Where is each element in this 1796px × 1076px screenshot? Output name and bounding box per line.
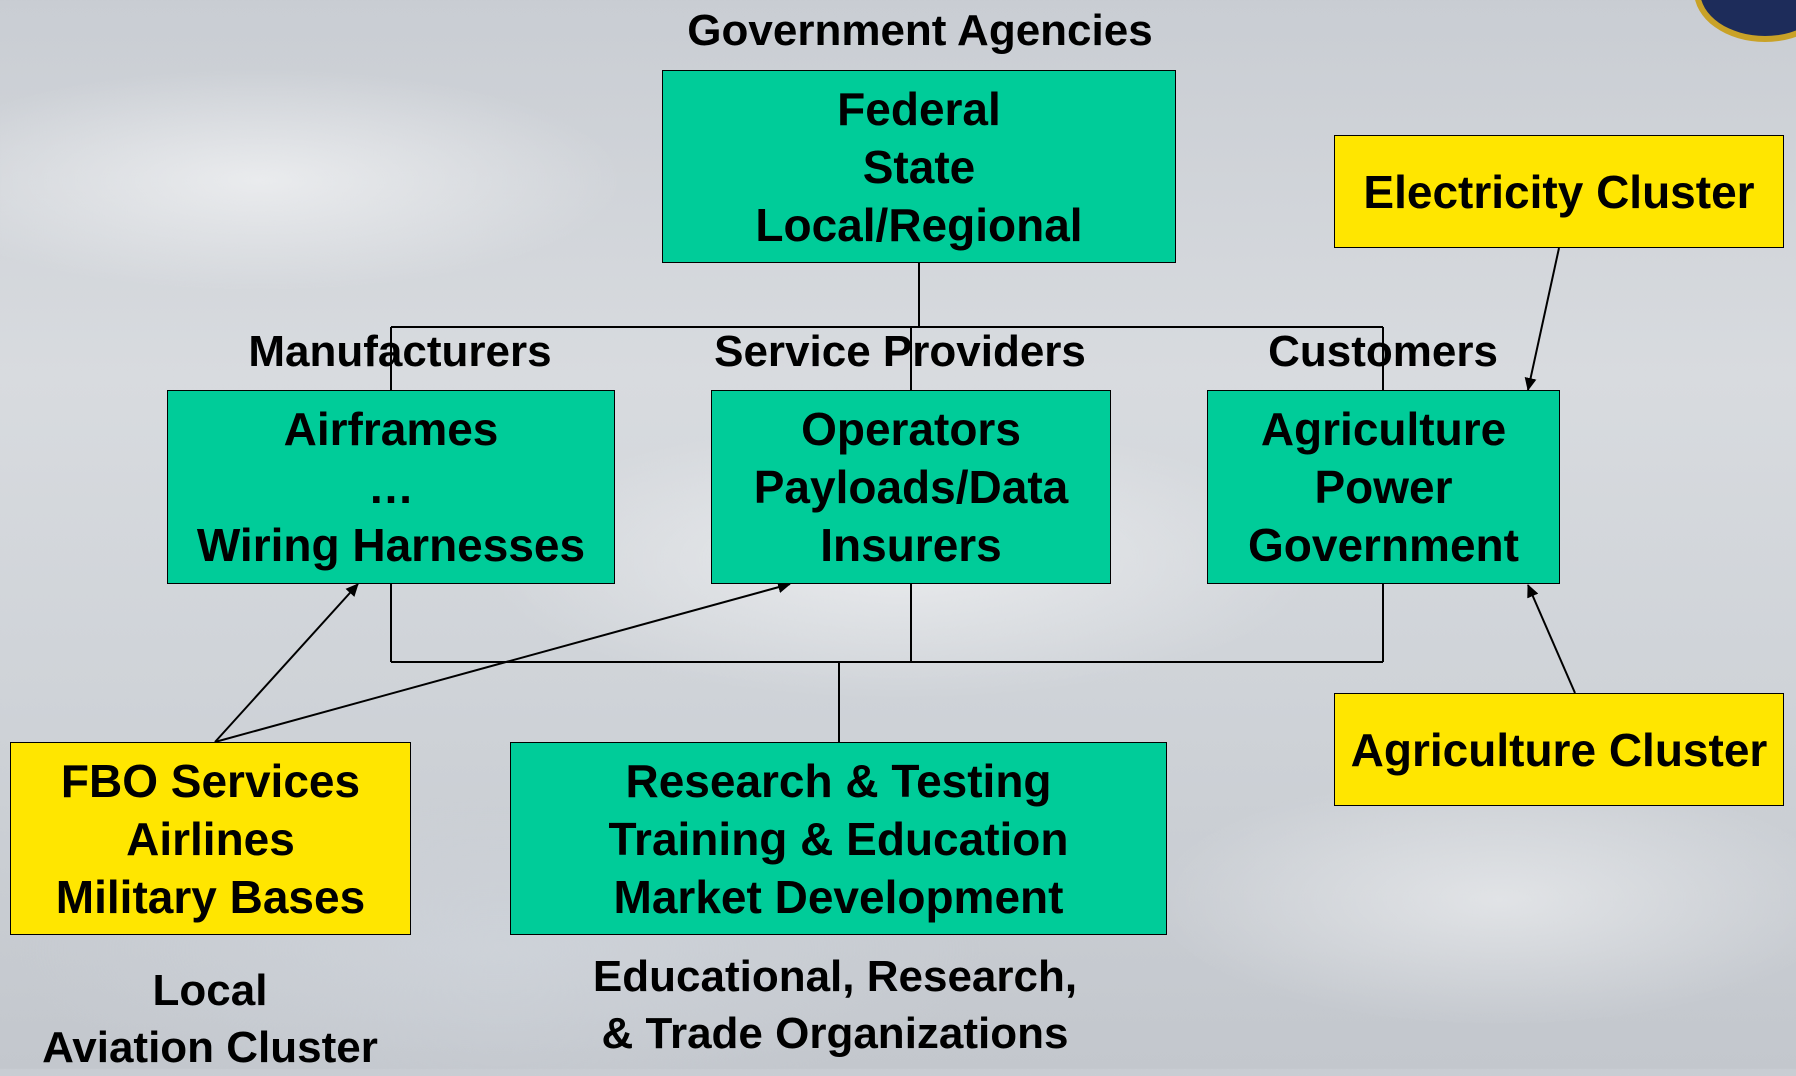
government-box: Federal State Local/Regional xyxy=(662,70,1176,263)
manufacturers-box: Airframes … Wiring Harnesses xyxy=(167,390,615,584)
local-aviation-box: FBO Services Airlines Military Bases xyxy=(10,742,411,935)
organizations-caption-line: & Trade Organizations xyxy=(601,1009,1069,1058)
customers-label: Customers xyxy=(1268,327,1498,376)
customers-line: Government xyxy=(1248,519,1519,571)
local-aviation-line: FBO Services xyxy=(60,754,361,807)
research-box: Research & Testing Training & Education … xyxy=(510,742,1167,935)
arrow-aviation-to-manufacturers xyxy=(214,583,359,743)
customers-line: Power xyxy=(1314,461,1453,513)
research-line: Training & Education xyxy=(608,812,1069,865)
service-providers-line: Insurers xyxy=(820,519,1002,571)
local-aviation-caption-line: Local xyxy=(152,966,268,1015)
agriculture-cluster-box: Agriculture Cluster xyxy=(1334,693,1784,806)
agriculture-cluster-label: Agriculture Cluster xyxy=(1350,723,1768,776)
manufacturers-label: Manufacturers xyxy=(248,327,552,376)
electricity-cluster-box: Electricity Cluster xyxy=(1334,135,1784,248)
local-aviation-caption: Local Aviation Cluster xyxy=(0,962,420,1076)
government-line: Federal xyxy=(837,82,1001,135)
service-providers-box: Operators Payloads/Data Insurers xyxy=(711,390,1111,584)
arrow-aviation-to-service-providers xyxy=(214,581,791,743)
organizations-caption-line: Educational, Research, xyxy=(592,952,1078,1001)
service-providers-line: Payloads/Data xyxy=(753,461,1069,513)
arrow-agriculture-to-customers xyxy=(1527,584,1576,694)
local-aviation-caption-line: Aviation Cluster xyxy=(42,1023,378,1072)
arrow-electricity-to-customers xyxy=(1524,247,1560,391)
government-agencies-title: Government Agencies xyxy=(687,6,1153,55)
local-aviation-line: Airlines xyxy=(126,812,295,865)
service-providers-line: Operators xyxy=(801,403,1021,455)
manufacturers-line: Airframes xyxy=(283,403,499,455)
government-line: State xyxy=(862,140,976,193)
research-line: Market Development xyxy=(613,870,1064,923)
customers-box: Agriculture Power Government xyxy=(1207,390,1560,584)
manufacturers-line: … xyxy=(368,461,414,513)
government-line: Local/Regional xyxy=(755,198,1083,251)
service-providers-label: Service Providers xyxy=(714,327,1086,376)
local-aviation-line: Military Bases xyxy=(55,870,366,923)
organizations-caption: Educational, Research, & Trade Organizat… xyxy=(530,948,1140,1062)
research-line: Research & Testing xyxy=(625,754,1052,807)
electricity-cluster-label: Electricity Cluster xyxy=(1363,165,1755,218)
manufacturers-line: Wiring Harnesses xyxy=(196,519,586,571)
customers-line: Agriculture xyxy=(1260,403,1507,455)
